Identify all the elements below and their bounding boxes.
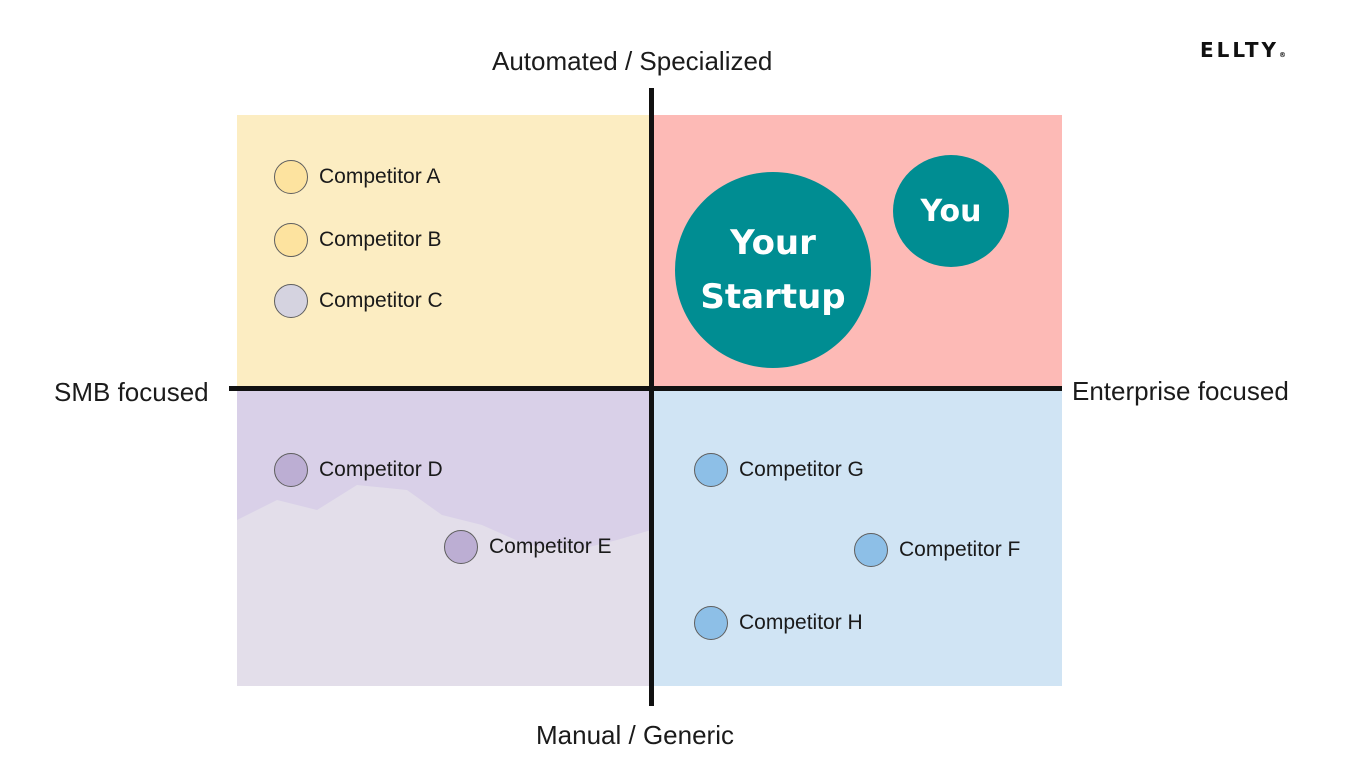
your-startup-bubble: Your Startup (675, 172, 871, 368)
logo-text: ELLTY (1200, 38, 1279, 62)
axis-label-left: SMB focused (54, 377, 209, 407)
axis-label-right: Enterprise focused (1072, 376, 1289, 406)
competitor-e-label: Competitor E (489, 535, 612, 558)
competitor-f-dot (854, 533, 888, 567)
competitor-d-dot (274, 453, 308, 487)
competitor-h-dot (694, 606, 728, 640)
competitor-f-label: Competitor F (899, 538, 1021, 561)
your-startup-line1: Your (730, 223, 816, 263)
competitor-b-dot (274, 223, 308, 257)
competitor-a-dot (274, 160, 308, 194)
you-bubble: You (893, 155, 1009, 267)
competitor-c-dot (274, 284, 308, 318)
quadrant-top-left (237, 115, 651, 391)
competitor-e-dot (444, 530, 478, 564)
you-label: You (920, 193, 982, 229)
competitor-a-label: Competitor A (319, 165, 441, 188)
competitor-b: Competitor B (274, 223, 442, 257)
axis-label-top: Automated / Specialized (492, 46, 773, 76)
brand-logo: ELLTY® (1200, 38, 1286, 62)
your-startup-text: Your Startup (700, 216, 845, 324)
competitor-g: Competitor G (694, 453, 864, 487)
competitor-b-label: Competitor B (319, 228, 442, 251)
quadrant-haze (237, 485, 651, 686)
vertical-axis-line (649, 88, 654, 706)
competitor-c: Competitor C (274, 284, 443, 318)
registered-mark: ® (1278, 51, 1286, 59)
horizontal-axis-line (229, 386, 1062, 391)
your-startup-line2: Startup (700, 277, 846, 317)
competitor-h-label: Competitor H (739, 611, 863, 634)
competitor-c-label: Competitor C (319, 289, 443, 312)
haze-shape (237, 485, 651, 686)
competitor-d: Competitor D (274, 453, 443, 487)
competitor-e: Competitor E (444, 530, 612, 564)
competitor-d-label: Competitor D (319, 458, 443, 481)
competitor-h: Competitor H (694, 606, 863, 640)
competitor-g-dot (694, 453, 728, 487)
competitor-a: Competitor A (274, 160, 440, 194)
axis-label-bottom: Manual / Generic (536, 720, 734, 750)
competitor-f: Competitor F (854, 533, 1020, 567)
competitor-g-label: Competitor G (739, 458, 864, 481)
